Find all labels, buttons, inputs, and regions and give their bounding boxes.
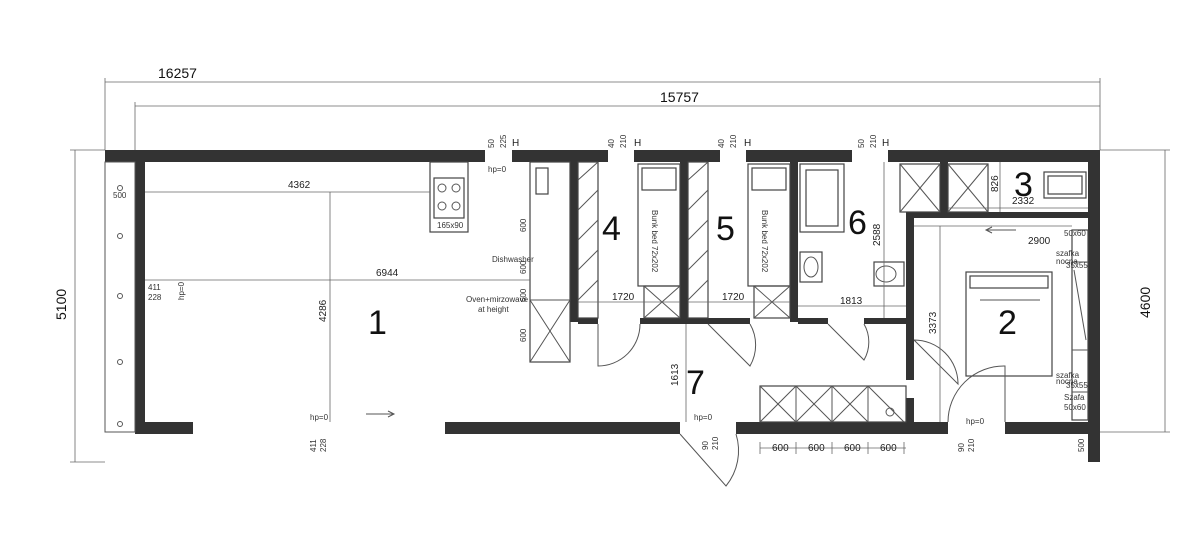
- dim-1613: 1613: [670, 363, 681, 386]
- dim-2900: 2900: [1028, 236, 1051, 247]
- dim-inner-height: 4600: [1137, 287, 1153, 318]
- dim-600-v1: 600: [519, 218, 528, 232]
- room-number-2: 2: [998, 304, 1017, 342]
- room-number-7: 7: [686, 364, 705, 402]
- left-terrace-strip: [104, 161, 136, 433]
- hob-size-label: 165x90: [437, 221, 464, 230]
- hall-cabinets: [759, 385, 907, 423]
- dim-4362: 4362: [288, 180, 311, 191]
- room-number-5: 5: [716, 210, 735, 248]
- window4-width: 50: [857, 139, 866, 148]
- nightstand-label-bottom-2: nocna: [1056, 377, 1078, 386]
- dim-3373: 3373: [928, 311, 939, 334]
- dim-600-h4: 600: [880, 443, 897, 454]
- bottom-window-height: 228: [319, 438, 328, 452]
- exterior-walls: [105, 150, 1100, 462]
- bedroom-side-storage: [1071, 229, 1089, 421]
- sill-height-entry: hp=0: [694, 413, 713, 422]
- window1-mark: H: [512, 138, 519, 149]
- cabinet-50x60-bottom: 50x60: [1064, 403, 1086, 412]
- bathroom-fixtures: [799, 163, 989, 287]
- dim-6944: 6944: [376, 268, 399, 279]
- window1-width: 50: [487, 139, 496, 148]
- entry-door-height: 210: [711, 436, 720, 450]
- terrace-posts: [117, 185, 123, 427]
- window2-mark: H: [634, 138, 641, 149]
- window2-height: 210: [619, 134, 628, 148]
- interior-dimension-lines: [145, 162, 1088, 454]
- dim-500-right: 500: [1077, 438, 1086, 452]
- window3-mark: H: [744, 138, 751, 149]
- oven-label-line1: Oven+mirzowave: [466, 295, 529, 304]
- window2-width: 40: [607, 139, 616, 148]
- room-number-6: 6: [848, 204, 867, 242]
- bunk-bed-label-room4: Bunk bed 72x202: [650, 210, 659, 273]
- sill-height-bottom: hp=0: [310, 413, 329, 422]
- window3-width: 40: [717, 139, 726, 148]
- dim-4286: 4286: [318, 299, 329, 322]
- dim-1813: 1813: [840, 296, 863, 307]
- dim-1720-room4: 1720: [612, 292, 635, 303]
- double-bed: [965, 271, 1053, 377]
- room-number-3: 3: [1014, 166, 1033, 204]
- left-window-width: 411: [148, 283, 161, 292]
- nightstand-size-bottom: 35x55: [1066, 381, 1088, 390]
- dim-600-v3: 600: [519, 288, 528, 302]
- dim-500-left: 500: [113, 191, 127, 200]
- dim-600-h1: 600: [772, 443, 789, 454]
- dim-overall-width: 16257: [158, 65, 197, 81]
- room3-fixture: [1043, 171, 1087, 199]
- window1-height: 225: [499, 134, 508, 148]
- wardrobe-room5: [687, 161, 709, 319]
- bottom-window-width: 411: [309, 439, 318, 452]
- window4-mark: H: [882, 138, 889, 149]
- bunk-bed-label-room5: Bunk bed 72x202: [760, 210, 769, 273]
- sill-height-left: hp=0: [177, 281, 186, 300]
- interior-walls: [570, 162, 1088, 424]
- entry-door-width: 90: [701, 441, 710, 450]
- wardrobe-label: Szafa: [1064, 393, 1085, 402]
- window3-height: 210: [729, 134, 738, 148]
- dim-826: 826: [990, 175, 1001, 192]
- direction-arrows: [366, 226, 1016, 418]
- bedroom-door-height: 210: [967, 438, 976, 452]
- dim-overall-height: 5100: [53, 289, 69, 320]
- dim-600-h2: 600: [808, 443, 825, 454]
- wardrobe-room4: [577, 161, 599, 319]
- window4-height: 210: [869, 134, 878, 148]
- room-number-1: 1: [368, 304, 387, 342]
- dim-2588: 2588: [872, 223, 883, 246]
- kitchen-counter: [429, 161, 571, 363]
- dim-600-h3: 600: [844, 443, 861, 454]
- cabinet-50x60-top: 50x60: [1064, 229, 1086, 238]
- sill-height-bedroom: hp=0: [966, 417, 985, 426]
- nightstand-label-top-2: nocna: [1056, 257, 1078, 266]
- bedroom-door-width: 90: [957, 443, 966, 452]
- overall-dimension-lines: [70, 78, 1170, 463]
- dim-600-v2: 600: [519, 260, 528, 274]
- dim-600-v4: 600: [519, 328, 528, 342]
- dim-inner-width: 15757: [660, 89, 699, 105]
- door-swings: [597, 323, 1006, 487]
- sill-height-top: hp=0: [488, 165, 507, 174]
- room-number-4: 4: [602, 210, 621, 248]
- dim-2332: 2332: [1012, 196, 1035, 207]
- dishwasher-label: Dishwasher: [492, 255, 534, 264]
- nightstand-size-top: 35x55: [1066, 261, 1088, 270]
- oven-label-line2: at height: [478, 305, 509, 314]
- dim-1720-room5: 1720: [722, 292, 745, 303]
- nightstand-label-bottom-1: szafka: [1056, 371, 1080, 380]
- left-window-height: 228: [148, 293, 162, 302]
- nightstand-label-top-1: szafka: [1056, 249, 1080, 258]
